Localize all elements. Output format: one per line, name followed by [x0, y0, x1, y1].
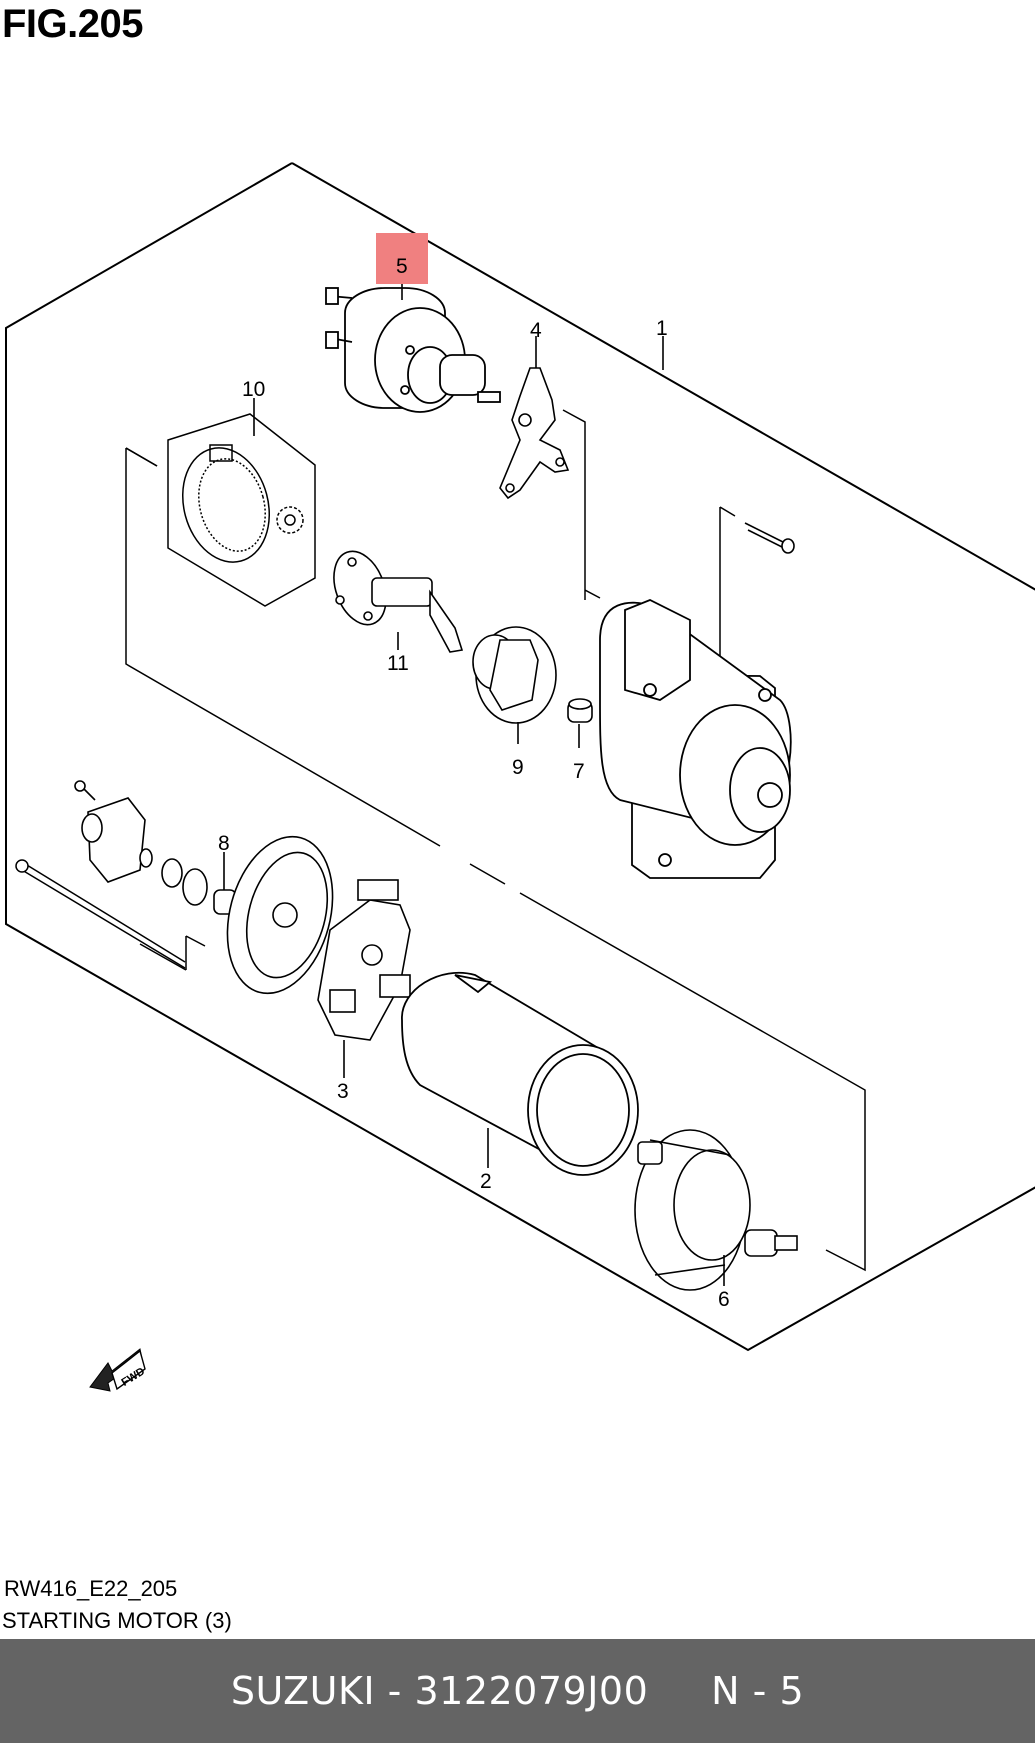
callout-5[interactable]: 5	[396, 255, 408, 278]
through-bolt-small	[744, 522, 795, 554]
callout-5-highlight	[376, 233, 428, 284]
figure-title: FIG.205	[2, 2, 144, 46]
end-plate	[226, 835, 334, 995]
figure-code: RW416_E22_205	[4, 1576, 178, 1601]
part-9-overrunning-clutch	[472, 626, 557, 724]
part-10-box	[167, 413, 316, 607]
part-11-pinion-shaft	[333, 550, 464, 653]
part-7-bushing	[567, 698, 593, 723]
footer-bar: SUZUKI - 3122079J00 N - 5	[0, 1639, 1035, 1743]
part-1-drive-housing	[599, 599, 792, 879]
callout-6[interactable]: 6	[718, 1288, 730, 1311]
part-4-drive-lever	[499, 367, 570, 500]
assembly-frame	[5, 162, 1035, 1352]
part-6-armature	[634, 1129, 798, 1291]
leader-lines	[223, 282, 725, 1286]
footer-part-number: SUZUKI - 3122079J00 N - 5	[230, 1669, 805, 1713]
figure-caption: STARTING MOTOR (3)	[2, 1608, 232, 1633]
part-5-solenoid	[325, 287, 501, 413]
part-8-seal-parts	[74, 780, 237, 915]
fwd-arrow-icon: FWD	[89, 1348, 147, 1392]
part-10-ring-gear	[181, 444, 304, 563]
callout-1[interactable]: 1	[656, 317, 668, 340]
callout-4[interactable]: 4	[530, 319, 542, 342]
callout-2[interactable]: 2	[480, 1170, 492, 1193]
callout-8[interactable]: 8	[218, 832, 230, 855]
callout-7[interactable]: 7	[573, 760, 585, 783]
callout-9[interactable]: 9	[512, 756, 524, 779]
callout-11[interactable]: 11	[387, 652, 409, 675]
callout-3[interactable]: 3	[337, 1080, 349, 1103]
part-3-brush-holder	[317, 879, 411, 1041]
through-bolt-long	[15, 859, 186, 969]
callout-10[interactable]: 10	[242, 378, 265, 401]
part-2-yoke	[401, 971, 639, 1176]
